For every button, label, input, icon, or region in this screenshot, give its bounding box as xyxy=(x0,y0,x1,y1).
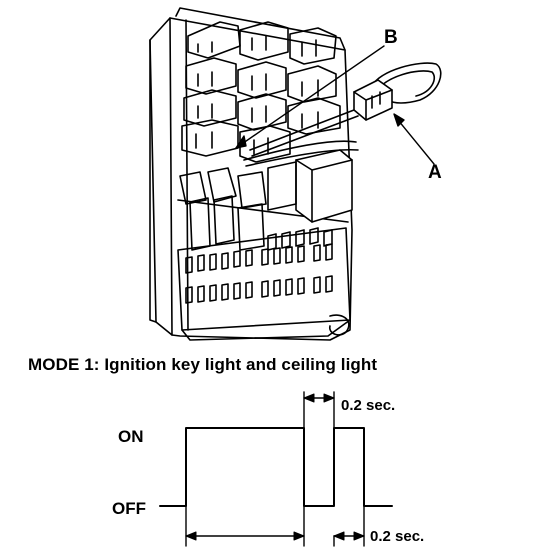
relay-blocks xyxy=(179,149,353,251)
leader-a xyxy=(393,113,435,165)
label-a: A xyxy=(428,162,442,183)
connector-grid xyxy=(177,227,351,341)
off-label: OFF xyxy=(112,499,146,518)
timing-waveform xyxy=(159,391,393,547)
leader-b xyxy=(235,45,385,149)
mode-title: MODE 1: Ignition key light and ceiling l… xyxy=(28,355,378,374)
fuse-socket-rows xyxy=(181,21,341,163)
jumper-wire-a xyxy=(243,62,442,167)
interval-label-bottom: 0.2 sec. xyxy=(370,528,425,545)
on-label: ON xyxy=(118,427,144,446)
fuse-box-body xyxy=(149,7,353,341)
label-b: B xyxy=(384,27,398,48)
interval-label-top: 0.2 sec. xyxy=(341,397,396,414)
